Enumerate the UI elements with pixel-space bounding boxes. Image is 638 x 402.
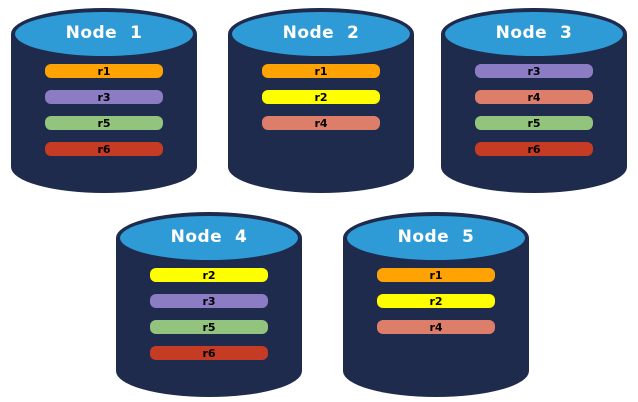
replica-bar: r4 [377, 320, 495, 334]
node-3-title: Node 3 [495, 23, 573, 43]
node-4-cylinder-top: Node 4 [116, 212, 302, 264]
node-1-replica-list: r1 r3 r5 r6 [11, 64, 197, 156]
node-1-cylinder: Node 1 r1 r3 r5 r6 [11, 8, 197, 193]
node-1-cylinder-top: Node 1 [11, 8, 197, 60]
replica-bar: r5 [150, 320, 268, 334]
node-4-cylinder: Node 4 r2 r3 r5 r6 [116, 212, 302, 397]
node-3-cylinder: Node 3 r3 r4 r5 r6 [441, 8, 627, 193]
node-5-title: Node 5 [397, 227, 475, 247]
node-3-replica-list: r3 r4 r5 r6 [441, 64, 627, 156]
replica-bar: r6 [45, 142, 163, 156]
node-1-cylinder-body [11, 34, 197, 193]
node-4-replica-list: r2 r3 r5 r6 [116, 268, 302, 360]
replica-bar: r2 [262, 90, 380, 104]
replica-bar: r1 [45, 64, 163, 78]
node-2-cylinder-body [228, 34, 414, 193]
replica-bar: r3 [150, 294, 268, 308]
node-2-cylinder: Node 2 r1 r2 r4 [228, 8, 414, 193]
replica-bar: r4 [475, 90, 593, 104]
node-2-title: Node 2 [282, 23, 360, 43]
replica-bar: r6 [150, 346, 268, 360]
replica-bar: r1 [377, 268, 495, 282]
replica-bar: r3 [475, 64, 593, 78]
node-5-cylinder-top: Node 5 [343, 212, 529, 264]
replica-bar: r5 [45, 116, 163, 130]
replica-bar: r2 [377, 294, 495, 308]
replica-bar: r1 [262, 64, 380, 78]
node-5-cylinder-body [343, 238, 529, 397]
node-5-cylinder: Node 5 r1 r2 r4 [343, 212, 529, 397]
node-2-cylinder-top: Node 2 [228, 8, 414, 60]
node-1-title: Node 1 [65, 23, 143, 43]
node-3-cylinder-body [441, 34, 627, 193]
node-3-cylinder-top: Node 3 [441, 8, 627, 60]
replica-bar: r6 [475, 142, 593, 156]
node-2-replica-list: r1 r2 r4 [228, 64, 414, 130]
node-4-cylinder-body [116, 238, 302, 397]
node-5-replica-list: r1 r2 r4 [343, 268, 529, 334]
replica-bar: r5 [475, 116, 593, 130]
replica-bar: r3 [45, 90, 163, 104]
replica-bar: r4 [262, 116, 380, 130]
node-4-title: Node 4 [170, 227, 248, 247]
replica-bar: r2 [150, 268, 268, 282]
